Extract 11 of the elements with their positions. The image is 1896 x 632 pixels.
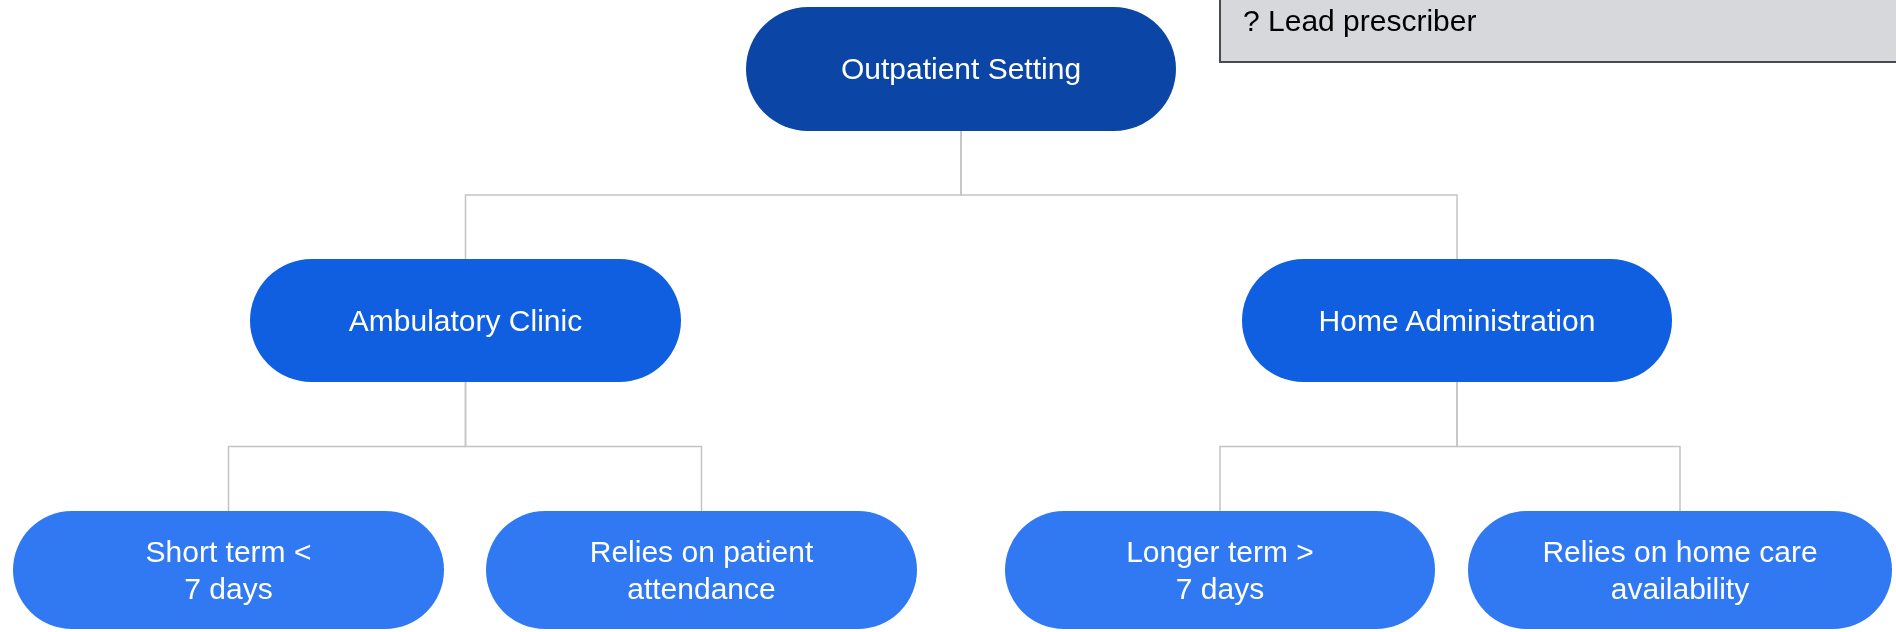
detail-node: Relies on patient attendance xyxy=(486,511,917,629)
root-node: Outpatient Setting xyxy=(746,7,1176,131)
detail-node: Short term < 7 days xyxy=(13,511,444,629)
connector-line xyxy=(464,381,703,512)
detail-node: Relies on home care availability xyxy=(1468,511,1892,629)
connector-line xyxy=(960,130,1458,260)
category-node: Ambulatory Clinic xyxy=(250,259,681,382)
detail-node: Longer term > 7 days xyxy=(1005,511,1435,629)
category-node: Home Administration xyxy=(1242,259,1672,382)
connector-line xyxy=(1456,381,1681,512)
note-box: ? Lead prescriber xyxy=(1219,0,1896,63)
